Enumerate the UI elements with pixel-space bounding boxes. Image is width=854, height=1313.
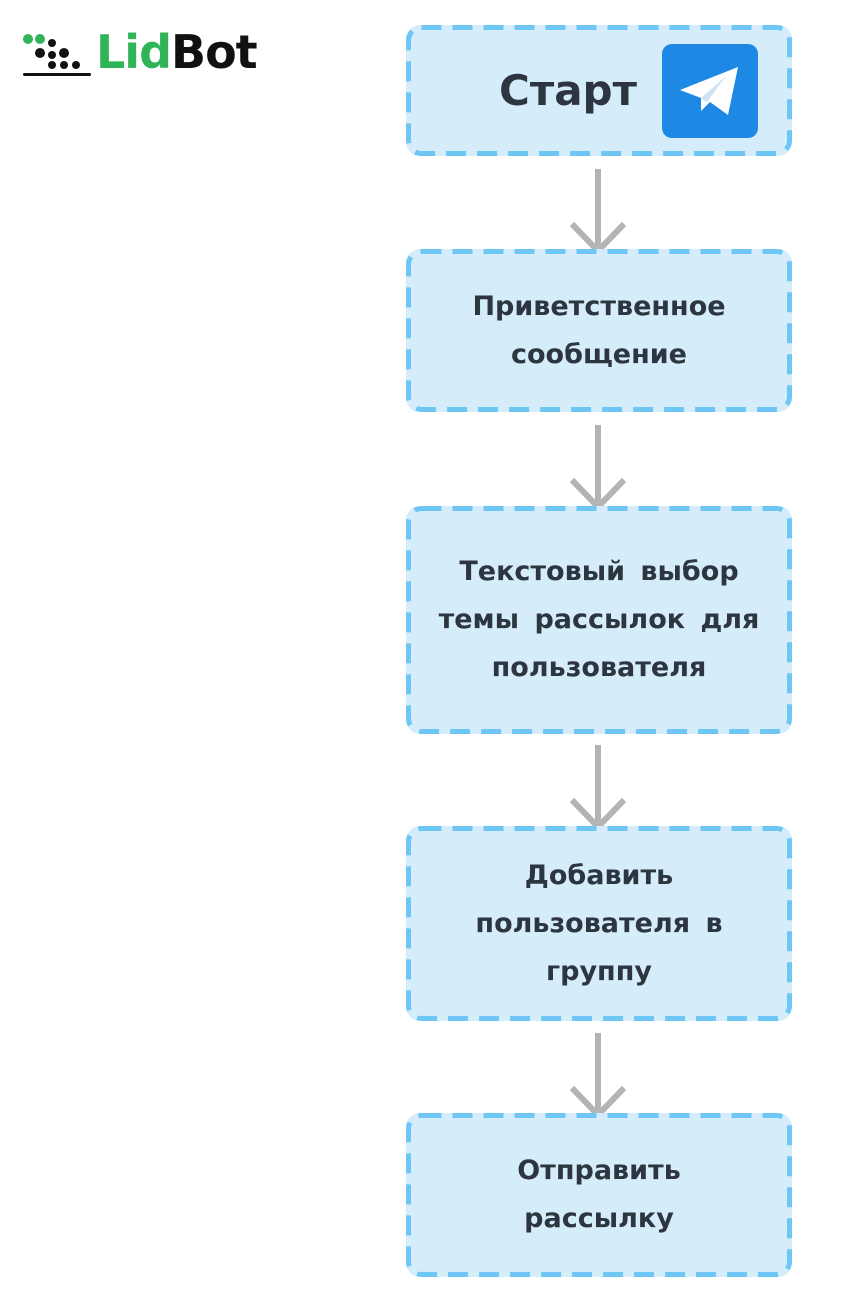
- flow-arrow: [569, 425, 627, 511]
- flow-node-topic-choice: Текстовый выбор темы рассылок для пользо…: [406, 506, 792, 734]
- flow-node-label: Текстовый выбор темы рассылок для пользо…: [438, 556, 760, 683]
- flow-node-add-to-group: Добавить пользователя в группу: [406, 826, 792, 1021]
- logo-wordmark: LidBot: [96, 22, 258, 82]
- logo-dots-icon: [23, 34, 91, 76]
- telegram-icon: [662, 44, 758, 138]
- flow-node-label: Приветственное сообщение: [472, 290, 726, 370]
- node-dashed-border: [406, 506, 792, 734]
- flow-arrow: [569, 169, 627, 255]
- flow-node-welcome-message: Приветственное сообщение: [406, 249, 792, 412]
- flow-node-start: Старт: [406, 25, 792, 156]
- node-dashed-border: [406, 249, 792, 412]
- node-dashed-border: [406, 1113, 792, 1277]
- logo-text-bot: Bot: [171, 25, 258, 79]
- flow-node-label: Добавить пользователя в группу: [475, 859, 723, 987]
- flow-node-label: Старт: [499, 65, 637, 115]
- flow-node-send-mailing: Отправить рассылку: [406, 1113, 792, 1277]
- flow-arrow: [569, 745, 627, 831]
- logo-text-lid: Lid: [96, 25, 172, 79]
- flow-node-label: Отправить рассылку: [517, 1155, 681, 1234]
- lidbot-logo: LidBot: [22, 25, 292, 80]
- flow-arrow: [569, 1033, 627, 1119]
